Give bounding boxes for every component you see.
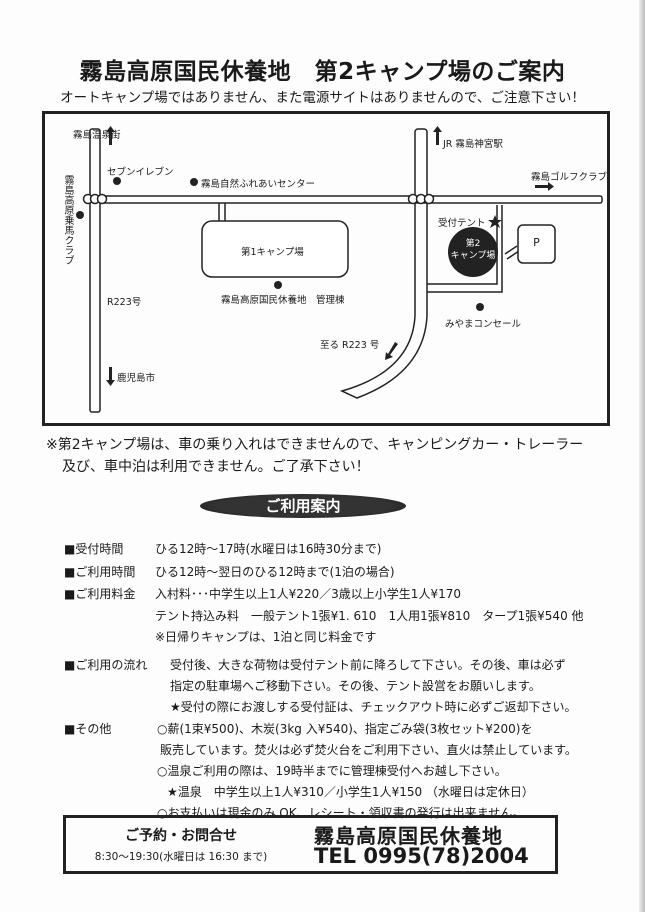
contact-box: ご予約・お問合せ 8:30～19:30(水曜日は 16:30 まで) 霧島高原国… [63, 815, 558, 874]
admin-building-marker [274, 281, 282, 289]
arrow-up-icon [109, 131, 112, 145]
label-parking: P [533, 236, 540, 249]
guide-label: ■ご利用の流れ [64, 658, 148, 672]
label-admin-building: 霧島高原国民休養地 管理棟 [221, 295, 345, 306]
contact-name: 霧島高原国民休養地 [314, 824, 503, 848]
label-onsen-street: 霧島温泉街 [73, 130, 121, 141]
label-golf-club: 霧島ゴルフクラブ [531, 172, 608, 183]
label-camp2-line2: キャンプ場 [450, 251, 496, 261]
label-r223: R223号 [107, 297, 142, 308]
arrow-diag-icon [385, 342, 398, 360]
page-title: 霧島高原国民休養地 第2キャンプ場のご案内 [79, 59, 566, 85]
notice-line-2: 及び、車中泊は利用できません。ご了承下さい！ [62, 459, 370, 475]
road-camp2 [427, 205, 503, 293]
guide-value: 受付後、大きな荷物は受付テント前に降ろして下さい。その後、車は必ず [170, 658, 566, 672]
label-riding-club: 霧島高原乗馬クラブ [62, 175, 73, 265]
guide-label: ■受付時間 [64, 542, 124, 556]
contact-hours: 8:30～19:30(水曜日は 16:30 まで) [94, 851, 268, 863]
label-to-r223: 至る R223 号 [320, 340, 380, 351]
arrow-down-icon [109, 367, 112, 381]
road-r223 [89, 128, 101, 413]
page-subtitle: オートキャンプ場ではありません、また電源サイトはありませんので、ご注意下さい！ [60, 90, 585, 106]
label-jr-station: JR 霧島神宮駅 [443, 139, 503, 150]
label-reception-tent: 受付テント [438, 218, 486, 229]
guide-label: ■ご利用料金 [64, 587, 136, 601]
guide-value: ひる12時～翌日のひる12時まで(1泊の場合) [155, 565, 395, 579]
label-miyama: みやまコンセール [445, 319, 522, 330]
seven-eleven-marker [113, 177, 121, 185]
contact-heading: ご予約・お問合せ [125, 828, 237, 844]
arrow-right-icon [535, 185, 549, 188]
guide-heading: ご利用案内 [200, 494, 406, 518]
miyama-marker [476, 303, 484, 311]
guide-value: ★温泉 中学生以上1人¥310／小学生1人¥150 （水曜日は定休日） [167, 785, 534, 799]
contact-tel[interactable]: TEL 0995(78)2004 [314, 844, 529, 868]
riding-club-marker [76, 211, 84, 219]
label-camp2: 第2 キャンプ場 [448, 238, 498, 262]
guide-value: 指定の駐車場へご移動下さい。その後、テント設営をお願いします。 [170, 679, 541, 693]
traffic-signal-left [82, 193, 108, 205]
label-seven-eleven: セブンイレブン [107, 167, 174, 178]
arrow-up-icon-jr [436, 131, 439, 145]
guide-value: 販売しています。焚火は必ず焚火台をご利用下さい、直火は禁止しています。 [160, 743, 577, 757]
reception-star-icon [488, 215, 502, 228]
camp1-area [201, 220, 349, 278]
scan-edge [639, 0, 645, 912]
parking-area [517, 224, 556, 264]
guide-value: ○薪(1束¥500)、木炭(3kg 入¥540)、指定ごみ袋(3枚セット¥200… [157, 722, 533, 736]
map-frame [42, 111, 610, 426]
label-camp1: 第1キャンプ場 [241, 247, 304, 258]
label-camp2-line1: 第2 [465, 239, 481, 249]
notice-line-1: ※第2キャンプ場は、車の乗り入れはできませんので、キャンピングカー・トレーラー [46, 437, 584, 453]
road-jr [414, 128, 428, 200]
guide-value: ※日帰りキャンプは、1泊と同じ料金です [155, 630, 377, 644]
guide-value: ひる12時～17時(水曜日は16時30分まで) [155, 542, 382, 556]
guide-label: ■その他 [64, 722, 112, 736]
guide-value: ★受付の際にお渡しする受付証は、チェックアウト時に必ずご返却下さい。 [170, 700, 577, 714]
traffic-signal-right [407, 193, 435, 205]
road-curve [339, 203, 428, 399]
label-kagoshima: 鹿児島市 [117, 373, 156, 384]
guide-value: テント持込み料 一般テント1張¥1. 610 1人用1張¥810 タープ1張¥5… [155, 609, 584, 623]
guide-value: 入村料･･･中学生以上1人¥220／3歳以上小学生1人¥170 [155, 587, 461, 601]
camp2-area [448, 227, 498, 277]
label-nature-center: 霧島自然ふれあいセンター [201, 179, 316, 190]
guide-label: ■ご利用時間 [64, 565, 136, 579]
nature-center-marker [190, 178, 198, 186]
road-main [99, 195, 603, 204]
guide-value: ○温泉ご利用の際は、19時半までに管理棟受付へお越し下さい。 [157, 764, 507, 778]
